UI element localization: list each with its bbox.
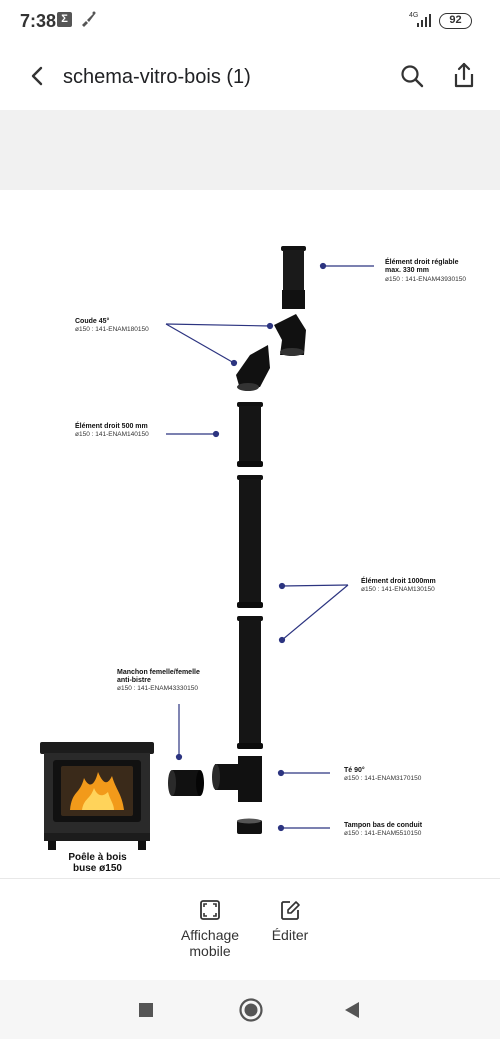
label-end-cap: Tampon bas de conduit (344, 822, 423, 829)
mobile-view-button[interactable]: Affichage mobile (172, 899, 248, 959)
ref-tee: ø150 : 141-ENAM3170150 (344, 775, 422, 782)
ref-adjustable: ø150 : 141-ENAM43930150 (385, 276, 466, 283)
chimney-diagram: Élément droit réglable max. 330 mm ø150 … (0, 190, 500, 880)
status-bar: 7:38 Σ 4G 92 (0, 0, 500, 42)
app-bar: schema-vitro-bois (1) (0, 42, 500, 110)
ref-pipe-500: ø150 : 141-ENAM140150 (75, 431, 149, 438)
ref-elbow: ø150 : 141-ENAM180150 (75, 326, 149, 333)
end-cap (237, 818, 262, 834)
home-button[interactable] (238, 997, 264, 1028)
pipe-1000-b (237, 616, 263, 749)
edit-pencil-icon (281, 901, 300, 920)
back-arrow-icon (31, 66, 43, 86)
square-icon (139, 1003, 153, 1017)
divider (0, 878, 500, 879)
system-nav-bar (0, 980, 500, 1039)
tee-90 (212, 756, 262, 802)
diagram-drawing (40, 246, 374, 850)
network-type: 4G (409, 12, 419, 19)
page-top-margin (0, 110, 500, 190)
label-pipe-1000: Élément droit 1000mm (361, 578, 436, 585)
status-time: 7:38 (20, 11, 57, 31)
document-title: schema-vitro-bois (1) (63, 66, 251, 88)
label-adjustable-line1: Élément droit réglable (385, 259, 459, 266)
stove-label-line1: Poêle à bois (68, 852, 127, 863)
pipe-1000-a (237, 475, 263, 608)
label-sleeve-line2: anti-bistre (117, 677, 151, 684)
search-icon (401, 65, 424, 88)
mobile-view-label-line1: Affichage (180, 927, 240, 943)
ref-end-cap: ø150 : 141-ENAM5510150 (344, 830, 422, 837)
ref-pipe-1000: ø150 : 141-ENAM130150 (361, 586, 435, 593)
brush-icon (79, 10, 97, 33)
callout-lines (165, 262, 374, 832)
mobile-view-label-line2: mobile (189, 943, 231, 959)
label-adjustable-line2: max. 330 mm (385, 267, 429, 274)
pipe-500 (237, 402, 263, 467)
elbow-upper (274, 314, 306, 356)
fullscreen-frame-icon (200, 900, 220, 920)
elbow-lower (236, 345, 270, 391)
ref-sleeve: ø150 : 141-ENAM43330150 (117, 685, 198, 692)
adjustable-pipe (281, 246, 306, 309)
nav-back-button[interactable] (343, 1000, 361, 1025)
sleeve-coupler (168, 770, 204, 796)
recents-button[interactable] (138, 1002, 154, 1023)
label-tee: Té 90° (344, 767, 365, 774)
back-button[interactable] (24, 62, 52, 90)
search-button[interactable] (398, 62, 426, 90)
label-sleeve-line1: Manchon femelle/femelle (117, 669, 200, 676)
triangle-back-icon (345, 1002, 359, 1018)
share-button[interactable] (450, 60, 478, 90)
edit-label: Éditer (271, 927, 309, 943)
share-icon (454, 62, 474, 88)
label-elbow: Coude 45° (75, 318, 110, 325)
battery-indicator: 92 (439, 13, 472, 29)
sigma-icon: Σ (57, 12, 72, 27)
label-pipe-500: Élément droit 500 mm (75, 423, 148, 430)
circle-icon (239, 998, 263, 1022)
stove-label-line2: buse ø150 (73, 863, 122, 874)
wood-stove (40, 742, 154, 850)
edit-button[interactable]: Éditer (262, 899, 318, 943)
signal-icon (416, 12, 434, 33)
